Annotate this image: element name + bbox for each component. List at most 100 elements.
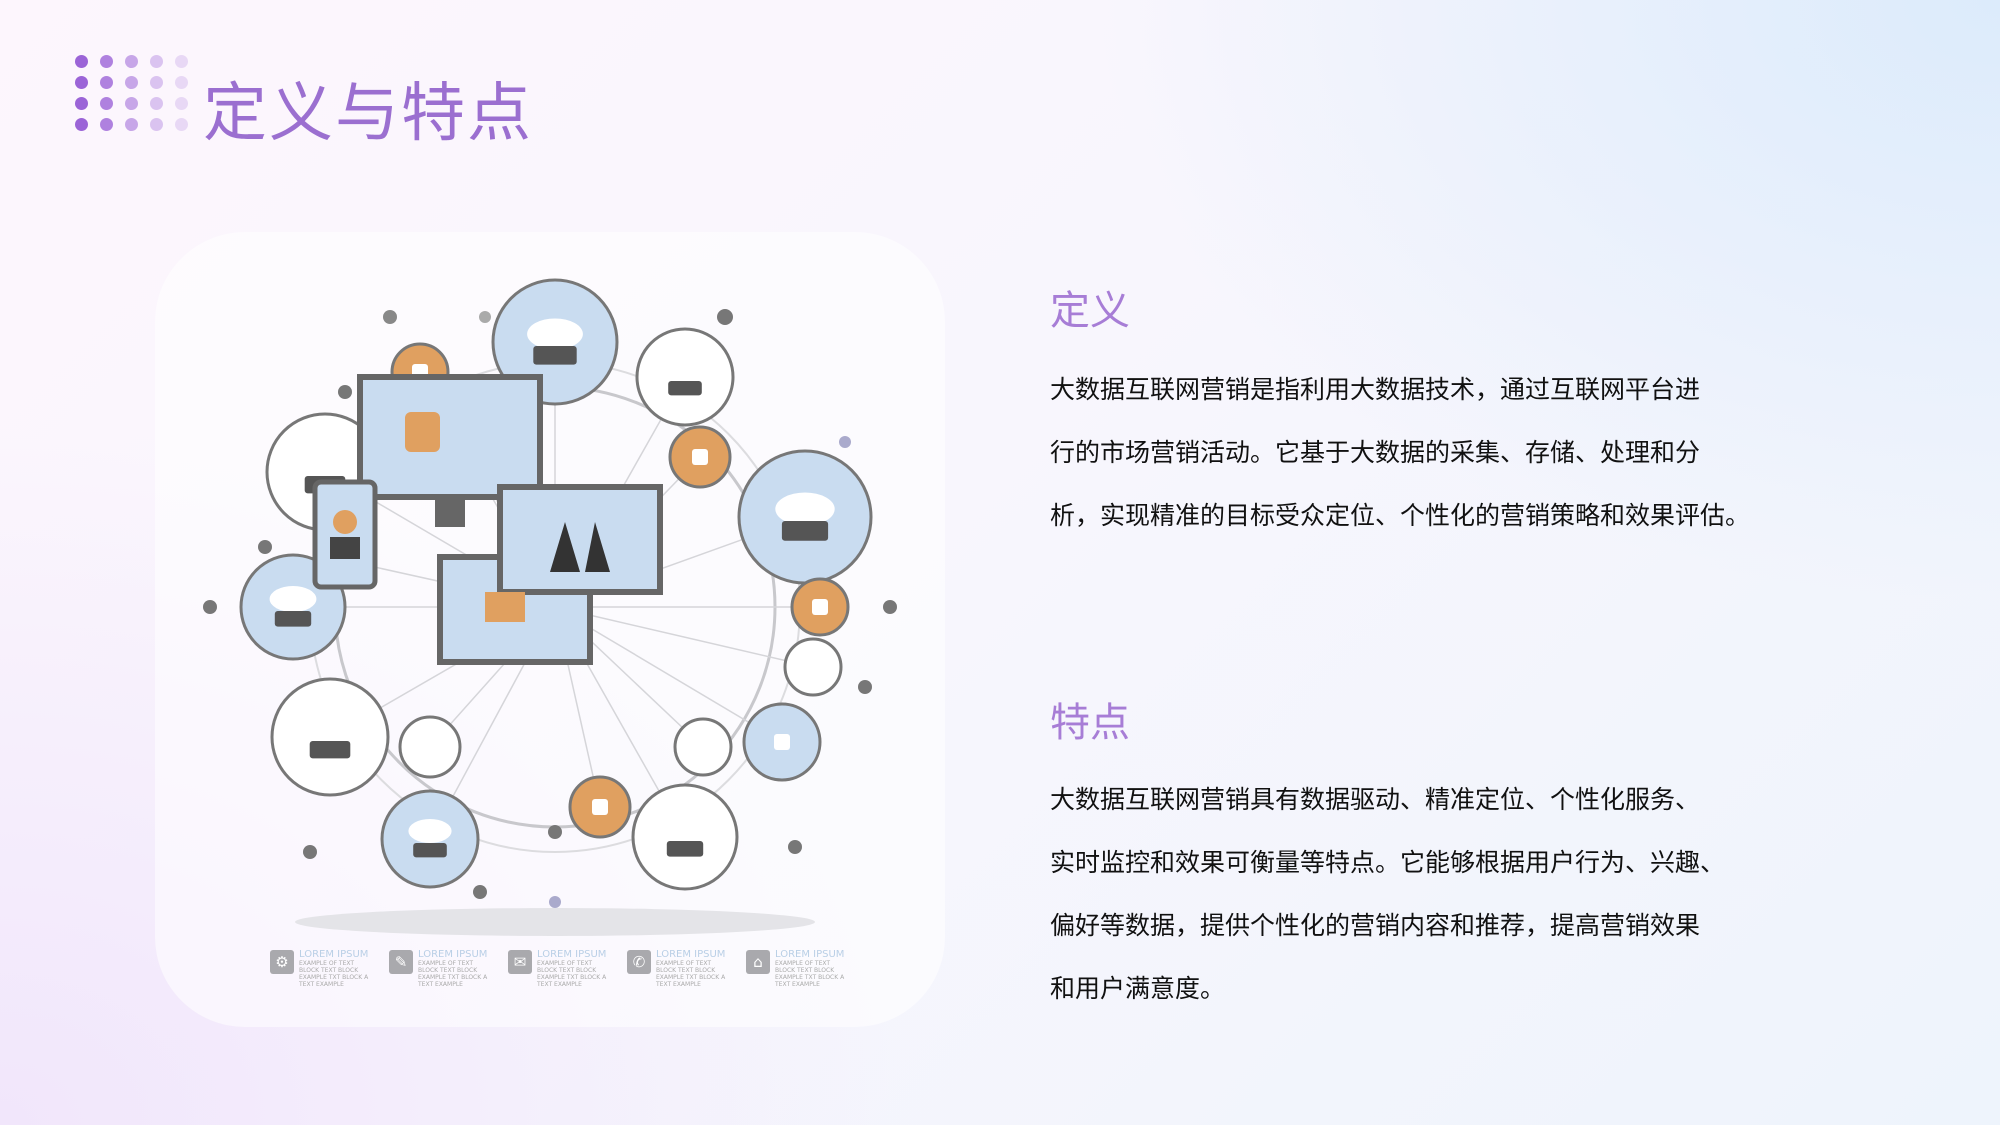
cloud-shape	[663, 357, 707, 381]
page-title: 定义与特点	[203, 77, 533, 151]
server-glyph	[668, 381, 702, 396]
chat-glyph	[812, 599, 828, 615]
gear-icon: ⚙	[270, 950, 294, 974]
monitor-stand	[435, 497, 465, 527]
connector-line	[554, 606, 814, 668]
features-text: 大数据互联网营销具有数据驱动、精准定位、个性化服务、 实时监控和效果可衡量等特点…	[1050, 768, 1850, 1020]
shield-icon	[405, 412, 440, 452]
phone-icon: ✆	[627, 950, 651, 974]
like-glyph	[692, 449, 708, 465]
touch-glyph	[422, 739, 438, 755]
text-line: 和用户满意度。	[1050, 974, 1226, 1003]
text-line: 偏好等数据，提供个性化的营销内容和推荐，提高营销效果	[1050, 911, 1701, 940]
cloud-shape	[775, 492, 835, 526]
note-icon: ✎	[389, 950, 413, 974]
node-dot	[717, 309, 733, 325]
display-icon	[497, 484, 663, 595]
node-dot	[839, 436, 851, 448]
dot	[75, 76, 88, 89]
cloud-shape	[298, 449, 352, 479]
illustration-card	[155, 232, 945, 1027]
globe-glyph	[774, 734, 790, 750]
cloud-shape	[408, 819, 452, 843]
folder-glyph	[413, 843, 447, 858]
definition-heading: 定义	[1050, 288, 1130, 334]
dot	[75, 97, 88, 110]
legend-title: LOREM IPSUM	[299, 949, 369, 960]
dot	[125, 76, 138, 89]
dot	[100, 97, 113, 110]
server-glyph	[781, 521, 829, 541]
legend-title: LOREM IPSUM	[418, 949, 488, 960]
search-glyph	[274, 611, 312, 627]
user-icon	[333, 510, 357, 534]
dot	[125, 97, 138, 110]
text-line: 析，实现精准的目标受众定位、个性化的营销策略和效果评估。	[1050, 501, 1751, 530]
legend-title: LOREM IPSUM	[775, 949, 845, 960]
network-illustration	[203, 278, 897, 936]
network-glyph	[309, 741, 351, 759]
text-line: 大数据互联网营销具有数据驱动、精准定位、个性化服务、	[1050, 785, 1701, 814]
dot	[175, 97, 188, 110]
node-dot	[858, 680, 872, 694]
user-body	[330, 537, 360, 559]
cloud-shape	[269, 586, 317, 612]
features-heading: 特点	[1050, 700, 1130, 746]
legend-text: EXAMPLE OF TEXT BLOCK TEXT BLOCK EXAMPLE…	[418, 960, 488, 988]
dot	[150, 76, 163, 89]
book-glyph	[695, 739, 711, 755]
dot	[100, 55, 113, 68]
dot	[150, 97, 163, 110]
dot	[150, 55, 163, 68]
legend-text: EXAMPLE OF TEXT BLOCK TEXT BLOCK EXAMPLE…	[775, 960, 845, 988]
definition-text: 大数据互联网营销是指利用大数据技术，通过互联网平台进 行的市场营销活动。它基于大…	[1050, 358, 1850, 547]
legend-text: EXAMPLE OF TEXT BLOCK TEXT BLOCK EXAMPLE…	[537, 960, 607, 988]
dot	[100, 76, 113, 89]
node-dot	[788, 840, 802, 854]
dot	[150, 118, 163, 131]
text-line: 行的市场营销活动。它基于大数据的采集、存储、处理和分	[1050, 438, 1701, 467]
dot	[125, 55, 138, 68]
monitor-glyph	[805, 659, 821, 675]
legend-text: EXAMPLE OF TEXT BLOCK TEXT BLOCK EXAMPLE…	[656, 960, 726, 988]
cloud-glyph	[533, 346, 577, 365]
text-line: 大数据互联网营销是指利用大数据技术，通过互联网平台进	[1050, 375, 1701, 404]
dot	[175, 55, 188, 68]
dot	[175, 118, 188, 131]
node-dot	[479, 311, 491, 323]
tablet-icon	[312, 479, 378, 590]
dot	[75, 118, 88, 131]
dot	[100, 118, 113, 131]
legend-title: LOREM IPSUM	[656, 949, 726, 960]
node-dot	[548, 825, 562, 839]
lock-glyph	[592, 799, 608, 815]
folder-icon	[485, 592, 525, 622]
dot	[75, 55, 88, 68]
dot	[175, 76, 188, 89]
node-dot	[338, 385, 352, 399]
node-dot	[549, 896, 561, 908]
cloud-shape	[303, 714, 357, 744]
cloud-shape	[527, 318, 583, 350]
legend-title: LOREM IPSUM	[537, 949, 607, 960]
chart-glyph	[550, 522, 610, 572]
home-icon: ⌂	[746, 950, 770, 974]
cloud-shape	[661, 816, 709, 842]
node-dot	[258, 540, 272, 554]
text-line: 实时监控和效果可衡量等特点。它能够根据用户行为、兴趣、	[1050, 848, 1726, 877]
node-dot	[303, 845, 317, 859]
node-dot	[203, 600, 217, 614]
node-dot	[383, 310, 397, 324]
decorative-dots	[75, 55, 192, 131]
users-glyph	[666, 841, 704, 857]
monitor-icon	[357, 374, 543, 500]
node-dot	[883, 600, 897, 614]
node-dot	[473, 885, 487, 899]
legend-text: EXAMPLE OF TEXT BLOCK TEXT BLOCK EXAMPLE…	[299, 960, 369, 988]
shadow	[295, 908, 815, 936]
